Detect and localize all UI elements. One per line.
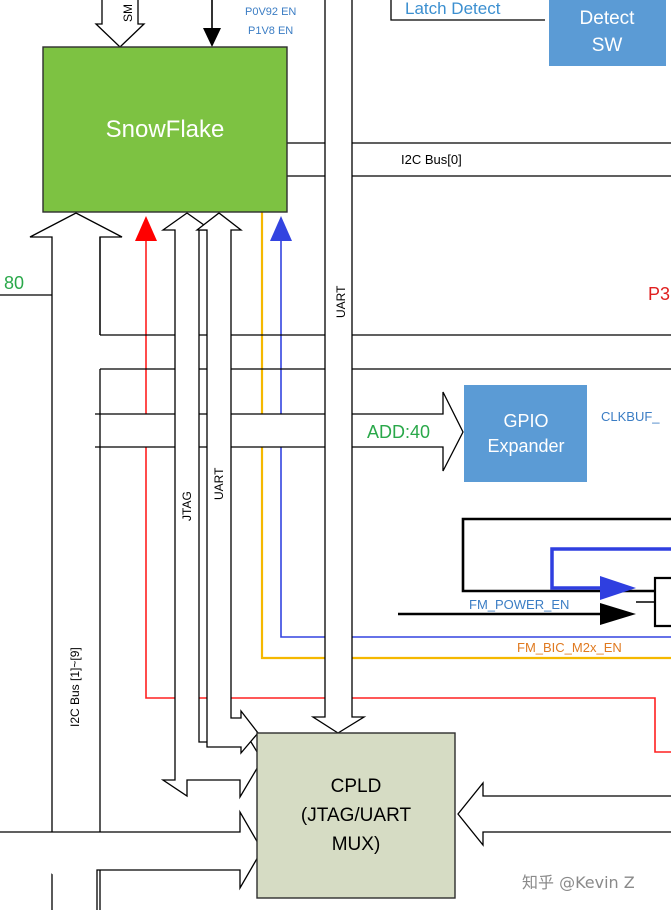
left-upward-bus-arrow [29,212,123,910]
gpio-expander-label-line2: Expander [487,436,564,456]
uart-top-label: UART [334,285,348,318]
add40-bus-arrow [95,391,464,472]
cpld-label-line1: CPLD [331,776,382,797]
detect-sw-label-line1: Detect [580,8,636,29]
snowflake-block [42,46,288,213]
p3-partial-label: P3 [648,284,670,304]
address-80-partial-label: 80 [4,273,24,293]
sm-bus-arrow [94,0,146,48]
uart-vertical-bus [310,0,367,734]
uart-middle-label: UART [212,467,226,500]
blue-signal-line [280,240,671,638]
sm-partial-label: SM [121,4,135,22]
yellow-signal-line [260,212,671,660]
cpld-label-line2: (JTAG/UART [301,805,412,826]
watermark: 知乎 @Kevin Z [522,873,635,892]
clkbuf-partial-label: CLKBUF_ [601,409,660,424]
red-arrowhead [135,216,157,241]
i2c-bus-1-9-label: I2C Bus [1]~[9] [68,647,82,727]
red-signal-line [145,240,671,753]
fm-power-en-blue-arrowhead [600,576,636,600]
control-frame [461,517,671,593]
fm-power-en-label: FM_POWER_EN [469,597,569,612]
latch-detect-line [390,0,545,21]
fm-bic-m2x-en-label: FM_BIC_M2x_EN [517,640,622,655]
gpio-expander-label-line1: GPIO [503,411,548,431]
uart-middle-bus [195,212,259,755]
blue-arrowhead [270,216,292,241]
i2c-bus-0-label: I2C Bus[0] [401,152,462,167]
p0v92-en-label: P0V92 EN [245,6,296,18]
cpld-label-line3: MUX) [332,834,381,855]
and-gate-partial [653,576,671,628]
fm-power-en-black-arrowhead [600,603,636,625]
add-40-label: ADD:40 [367,422,430,442]
i2c-bus-1-9-arrow [0,809,263,910]
p0v92-en-arrowhead [203,28,221,47]
cpld-block [256,732,456,899]
gpio-expander-block [464,385,587,482]
detect-sw-label-line2: SW [592,35,623,56]
detect-sw-block [549,0,666,66]
snowflake-label: SnowFlake [106,116,225,143]
right-incoming-bus-arrow [457,781,671,847]
p1v8-en-label: P1V8 EN [248,25,293,37]
fm-power-en-blue-loop [550,547,671,590]
latch-detect-label: Latch Detect [405,0,501,18]
jtag-label: JTAG [180,491,194,521]
